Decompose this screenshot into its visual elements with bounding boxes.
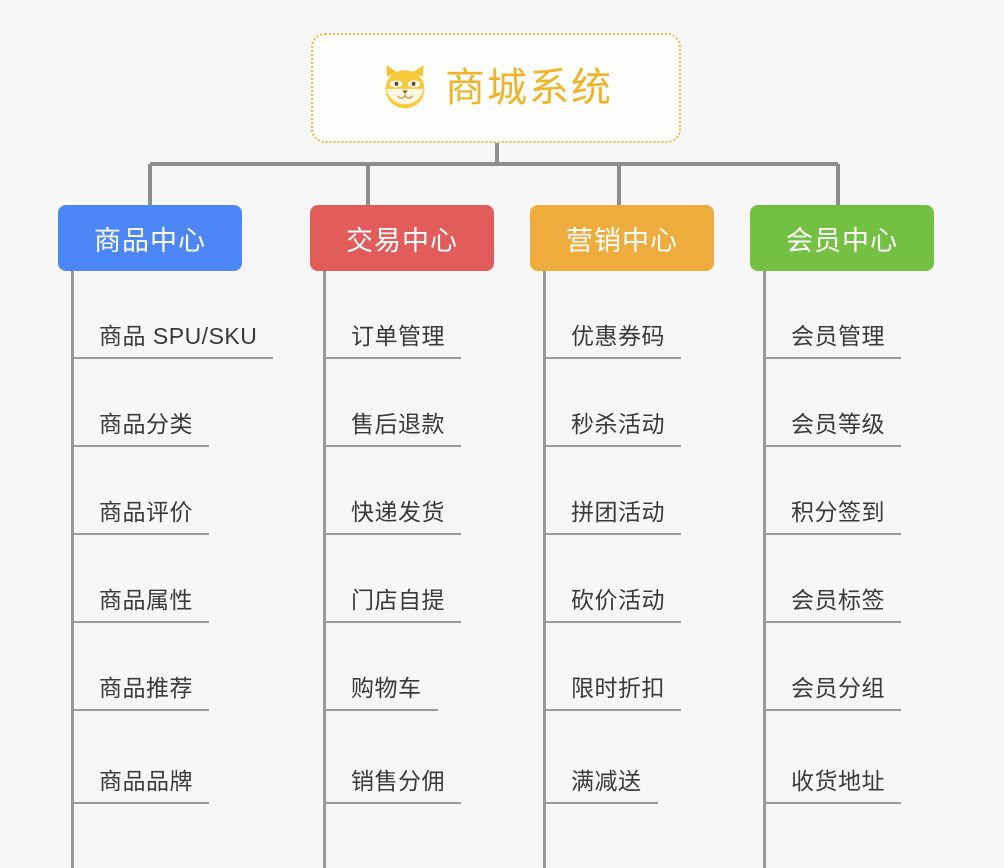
leaf-label: 订单管理 bbox=[323, 317, 461, 359]
leaf-label: 商品推荐 bbox=[71, 669, 209, 711]
leaf-item[interactable]: 商品分类 bbox=[58, 359, 298, 447]
branch-header-4[interactable]: 会员中心 bbox=[750, 205, 934, 271]
leaf-label: 商品属性 bbox=[71, 581, 209, 623]
leaf-label: 收货地址 bbox=[763, 762, 901, 804]
leaf-item[interactable]: 优惠券码 bbox=[530, 271, 750, 359]
leaf-label: 限时折扣 bbox=[543, 669, 681, 711]
leaf-label: 商品评价 bbox=[71, 493, 209, 535]
branch-column-4: 会员中心 会员管理 会员等级 积分签到 会员标签 会员分组 收货地址 bbox=[750, 205, 970, 868]
branch-items-3: 优惠券码 秒杀活动 拼团活动 砍价活动 限时折扣 满减送 bbox=[530, 271, 750, 868]
leaf-item[interactable]: 售后退款 bbox=[310, 359, 530, 447]
leaf-item[interactable]: 砍价活动 bbox=[530, 535, 750, 623]
branch-column-1: 商品中心 商品 SPU/SKU 商品分类 商品评价 商品属性 商品推荐 商品品牌 bbox=[58, 205, 298, 868]
leaf-item[interactable]: 商品属性 bbox=[58, 535, 298, 623]
branch-items-2: 订单管理 售后退款 快递发货 门店自提 购物车 销售分佣 bbox=[310, 271, 530, 868]
branch-spine bbox=[543, 271, 546, 868]
branch-header-label: 营销中心 bbox=[566, 225, 678, 256]
leaf-item[interactable]: 商品 SPU/SKU bbox=[58, 271, 298, 359]
leaf-label: 满减送 bbox=[543, 762, 658, 804]
leaf-item[interactable]: 收货地址 bbox=[750, 711, 970, 804]
leaf-label: 商品品牌 bbox=[71, 762, 209, 804]
leaf-label: 秒杀活动 bbox=[543, 405, 681, 447]
branch-spine bbox=[323, 271, 326, 868]
leaf-label: 快递发货 bbox=[323, 493, 461, 535]
leaf-item[interactable]: 会员标签 bbox=[750, 535, 970, 623]
shiba-dog-face-icon bbox=[379, 62, 431, 114]
leaf-item[interactable]: 积分签到 bbox=[750, 447, 970, 535]
branch-column-3: 营销中心 优惠券码 秒杀活动 拼团活动 砍价活动 限时折扣 满减送 bbox=[530, 205, 750, 868]
leaf-label: 商品 SPU/SKU bbox=[71, 317, 274, 359]
leaf-item[interactable]: 购物车 bbox=[310, 623, 530, 711]
mindmap-canvas: 商城系统 商品中心 商品 SPU/SKU 商品分类 商品评价 商品属性 商品推荐 bbox=[58, 33, 970, 868]
branch-spine bbox=[71, 271, 74, 868]
branch-header-label: 商品中心 bbox=[94, 225, 206, 256]
branch-header-label: 交易中心 bbox=[346, 225, 458, 256]
leaf-item[interactable]: 快递发货 bbox=[310, 447, 530, 535]
leaf-item[interactable]: 商品评价 bbox=[58, 447, 298, 535]
leaf-item[interactable]: 销售分佣 bbox=[310, 711, 530, 804]
branch-items-1: 商品 SPU/SKU 商品分类 商品评价 商品属性 商品推荐 商品品牌 bbox=[58, 271, 298, 868]
leaf-item[interactable]: 会员分组 bbox=[750, 623, 970, 711]
branch-header-3[interactable]: 营销中心 bbox=[530, 205, 714, 271]
leaf-item[interactable]: 限时折扣 bbox=[530, 623, 750, 711]
leaf-label: 销售分佣 bbox=[323, 762, 461, 804]
leaf-label: 砍价活动 bbox=[543, 581, 681, 623]
leaf-item[interactable]: 拼团活动 bbox=[530, 447, 750, 535]
leaf-label: 会员标签 bbox=[763, 581, 901, 623]
leaf-item[interactable]: 门店自提 bbox=[310, 535, 530, 623]
leaf-item[interactable]: 会员管理 bbox=[750, 271, 970, 359]
branch-column-2: 交易中心 订单管理 售后退款 快递发货 门店自提 购物车 销售分佣 bbox=[310, 205, 530, 868]
branch-header-2[interactable]: 交易中心 bbox=[310, 205, 494, 271]
leaf-label: 售后退款 bbox=[323, 405, 461, 447]
leaf-label: 会员分组 bbox=[763, 669, 901, 711]
leaf-label: 会员等级 bbox=[763, 405, 901, 447]
root-title: 商城系统 bbox=[445, 66, 613, 110]
branch-spine bbox=[763, 271, 766, 868]
leaf-label: 购物车 bbox=[323, 669, 438, 711]
leaf-item[interactable]: 满减送 bbox=[530, 711, 750, 804]
leaf-item[interactable]: 秒杀活动 bbox=[530, 359, 750, 447]
branch-items-4: 会员管理 会员等级 积分签到 会员标签 会员分组 收货地址 bbox=[750, 271, 970, 868]
leaf-item[interactable]: 会员等级 bbox=[750, 359, 970, 447]
leaf-item[interactable]: 商品推荐 bbox=[58, 623, 298, 711]
branch-header-1[interactable]: 商品中心 bbox=[58, 205, 242, 271]
branch-header-label: 会员中心 bbox=[786, 225, 898, 256]
leaf-label: 门店自提 bbox=[323, 581, 461, 623]
leaf-item[interactable]: 商品品牌 bbox=[58, 711, 298, 804]
leaf-label: 拼团活动 bbox=[543, 493, 681, 535]
leaf-label: 积分签到 bbox=[763, 493, 901, 535]
leaf-label: 商品分类 bbox=[71, 405, 209, 447]
root-node[interactable]: 商城系统 bbox=[311, 33, 681, 143]
leaf-label: 会员管理 bbox=[763, 317, 901, 359]
leaf-item[interactable]: 订单管理 bbox=[310, 271, 530, 359]
leaf-label: 优惠券码 bbox=[543, 317, 681, 359]
